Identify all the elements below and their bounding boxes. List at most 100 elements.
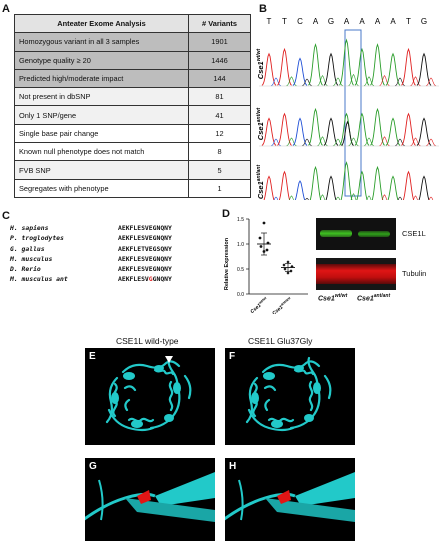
row-value: 12	[188, 123, 251, 144]
panel-h-closeup: H	[222, 458, 355, 541]
trace-peak	[261, 117, 277, 146]
trace-background	[286, 137, 297, 147]
trace-background	[366, 195, 372, 200]
genotype-label: Cse1ant/wt	[256, 107, 265, 140]
trace-background	[270, 138, 282, 147]
trace-background	[363, 76, 375, 87]
trace-peak	[308, 43, 323, 86]
cse1l-blot	[316, 218, 396, 250]
trace-peak	[401, 112, 416, 146]
trace-peak	[385, 117, 401, 146]
trace-peak	[294, 180, 306, 200]
trace-background	[289, 195, 294, 200]
tubulin-band	[316, 264, 396, 284]
trace-peak	[309, 165, 322, 200]
trace-peak	[354, 47, 370, 86]
sequence-base: A	[375, 17, 381, 26]
trace-background	[425, 77, 437, 87]
blot-genotype-ant: Cse1ant/ant	[357, 293, 391, 303]
trace-peak	[292, 117, 308, 146]
table-header-variants: # Variants	[188, 13, 251, 34]
trace-peak	[277, 112, 292, 146]
trace-background	[428, 196, 434, 200]
panel-label-d: D	[222, 208, 230, 220]
trace-peak	[263, 175, 275, 200]
data-point	[262, 250, 266, 253]
data-point	[262, 221, 266, 225]
trace-background	[319, 194, 326, 200]
y-ticks: 1.51.00.50.0	[237, 217, 249, 298]
data-point	[266, 241, 270, 245]
trace-background	[317, 75, 328, 87]
data-point	[290, 264, 294, 269]
trace-background	[394, 77, 406, 87]
genotype-label: Cse1ant/ant	[256, 165, 265, 200]
x-tick-label: Cse1wt/wt	[249, 296, 270, 314]
trace-background	[394, 138, 406, 147]
species-name: M. musculus	[10, 254, 53, 263]
sequence-base: A	[344, 17, 350, 26]
trace-background	[301, 138, 313, 147]
trace-peak	[371, 165, 384, 200]
species-name: P. troglodytes	[10, 234, 64, 243]
panel-label-b: B	[259, 3, 267, 15]
y-tick-label: 1.5	[237, 217, 244, 223]
structure-title-wildtype: CSE1L wild-type	[116, 336, 179, 346]
trace-background	[348, 137, 359, 147]
trace-background	[410, 76, 421, 87]
table-header-analysis: Anteater Exome Analysis	[14, 13, 189, 34]
trace-background	[317, 136, 328, 147]
table-row: Only 1 SNP/gene 41	[14, 105, 251, 125]
panel-g-closeup: G	[82, 458, 215, 541]
table-row: Known null phenotype does not match 8	[14, 142, 251, 162]
data-points	[257, 221, 295, 275]
trace-peak	[418, 175, 430, 200]
protein-ribbon-mutant	[245, 356, 332, 432]
sequence-base: T	[282, 17, 287, 26]
cse1l-band-wt	[320, 230, 352, 237]
trace-peak	[325, 175, 337, 200]
row-label: Genotype quality ≥ 20	[14, 50, 189, 70]
trace-background	[379, 136, 390, 147]
trace-peak	[261, 52, 277, 86]
trace-peak	[354, 112, 370, 146]
row-value: 1901	[188, 32, 251, 52]
table-row: Segregates with phenotype 1	[14, 178, 251, 198]
structure-title-mutant: CSE1L Glu37Gly	[248, 336, 313, 346]
row-value: 5	[188, 160, 251, 180]
data-point	[265, 248, 269, 252]
trace-background	[425, 138, 437, 147]
sequence-column: AEKFLESVEGNQNY AEKFLESVEGNQNY AEKFLETVEG…	[118, 223, 172, 285]
trace-peak	[308, 107, 323, 146]
row-value: 8	[188, 142, 251, 162]
table-row: FVB SNP 5	[14, 160, 251, 180]
panel-label-e: E	[89, 351, 96, 362]
trace-peak	[416, 52, 432, 86]
row-label: Only 1 SNP/gene	[14, 105, 189, 125]
panel-label-c: C	[2, 210, 10, 222]
trace-background	[332, 77, 344, 87]
data-point	[259, 245, 263, 248]
table-row: Genotype quality ≥ 20 1446	[14, 50, 251, 70]
trace-peak	[387, 175, 399, 200]
data-point	[289, 269, 293, 273]
table-header-row: Anteater Exome Analysis # Variants	[14, 13, 251, 34]
row-label: Not present in dbSNP	[14, 87, 189, 107]
panel-label-h: H	[229, 461, 237, 472]
trace-peak	[277, 47, 292, 86]
species-name: G. gallus	[10, 244, 45, 253]
trace-background	[363, 137, 375, 147]
genotype-label: Cse1wt/wt	[256, 48, 265, 79]
y-tick-label: 0.5	[237, 267, 244, 273]
row-value: 41	[188, 105, 251, 125]
row-label: Known null phenotype does not match	[14, 142, 189, 162]
aa-sequence: AEKFLESVEGNQNY	[118, 254, 172, 263]
y-axis-label: Relative Expression	[224, 237, 230, 290]
species-name: M. musculus ant	[10, 275, 68, 284]
trace-peak	[401, 47, 416, 86]
sequence-base: G	[421, 17, 427, 26]
panel-label-g: G	[89, 461, 97, 472]
protein-ribbon-wt	[105, 356, 192, 432]
aa-sequence: AEKFLESVEGNQNY	[118, 265, 172, 274]
trace-background	[348, 73, 359, 87]
